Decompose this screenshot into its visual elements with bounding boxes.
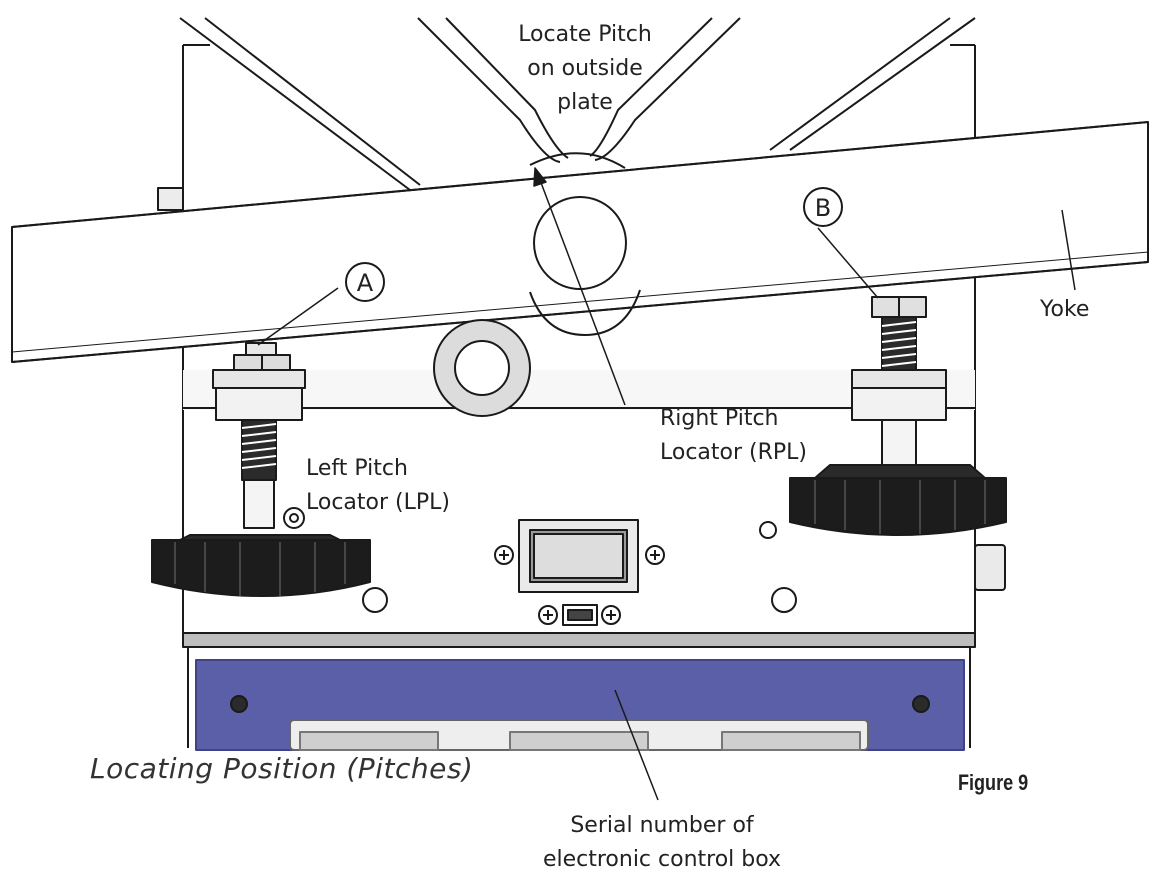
right-pitch-label: Right Pitch Locator (RPL) <box>660 402 807 470</box>
electronic-control-box <box>195 659 965 751</box>
left-pitch-line-2: Locator (LPL) <box>306 490 450 515</box>
serial-number-label: Serial number of electronic control box <box>522 809 802 877</box>
left-pitch-line-1: Left Pitch <box>306 456 408 481</box>
leader-lines <box>257 167 1076 801</box>
callout-b-label: B <box>815 194 831 222</box>
yoke-pivot-hole <box>533 196 627 290</box>
power-switch <box>494 519 665 593</box>
base-rail <box>182 632 976 748</box>
yoke-bar <box>11 121 1149 363</box>
serial-line-2: electronic control box <box>542 847 782 872</box>
diagram-caption: Locating Position (Pitches) <box>90 752 474 785</box>
serial-line-1: Serial number of <box>570 813 754 838</box>
usb-connector <box>538 604 621 626</box>
pitch-lower-arc <box>529 289 641 336</box>
callout-a-circle <box>345 262 385 302</box>
upper-bracket-left <box>179 17 421 191</box>
locate-pitch-line-2: on outside <box>527 56 643 81</box>
left-pitch-locator <box>151 342 371 597</box>
ring-washer <box>433 319 531 417</box>
callout-b-circle <box>803 187 843 227</box>
yoke-label: Yoke <box>1040 293 1089 327</box>
mount-hole <box>759 521 777 539</box>
figure-number: Figure 9 <box>958 770 1029 795</box>
mount-hole <box>771 587 797 613</box>
right-pitch-line-2: Locator (RPL) <box>660 440 808 465</box>
locate-pitch-label: Locate Pitch on outside plate <box>505 18 665 120</box>
right-pitch-locator <box>789 296 1007 591</box>
upper-bracket-right <box>769 17 976 151</box>
left-pitch-label: Left Pitch Locator (LPL) <box>306 452 450 520</box>
mount-hole <box>362 587 388 613</box>
pitch-outside-plate <box>417 17 741 169</box>
locate-pitch-line-1: Locate Pitch <box>518 22 652 47</box>
locate-pitch-line-3: plate <box>557 90 613 115</box>
right-pitch-line-1: Right Pitch <box>660 406 779 431</box>
callout-a-label: A <box>357 269 374 297</box>
yoke-label-text: Yoke <box>1040 297 1090 322</box>
